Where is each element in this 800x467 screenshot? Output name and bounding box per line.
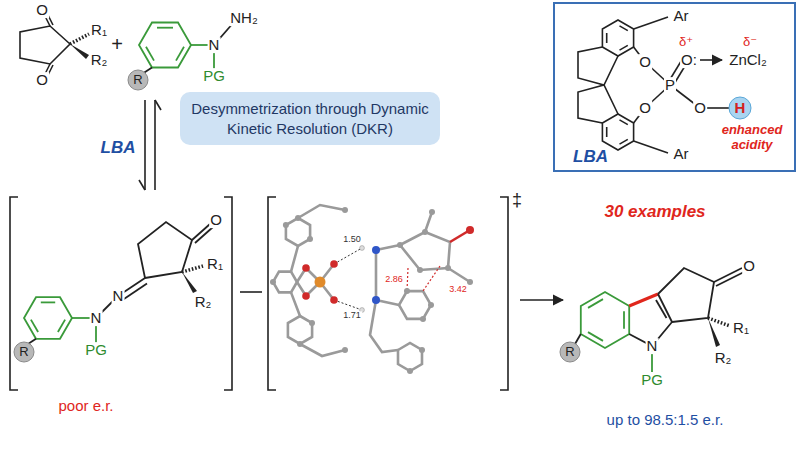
note: 30 examples (603, 203, 706, 221)
atom-label: O (35, 72, 49, 88)
atom-label: NH₂ (229, 10, 259, 26)
indole-product (560, 268, 744, 372)
protecting-group: PG (84, 342, 108, 358)
atom-label: O (693, 100, 707, 116)
protecting-group: PG (202, 68, 226, 84)
note: up to 98.5:1.5 e.r. (606, 412, 725, 428)
transition-state-model (268, 197, 508, 390)
substituent-label: Ar (673, 146, 690, 162)
distance-label: 1.50 (342, 235, 362, 244)
transition-state-mark: ‡ (511, 191, 523, 210)
connector-dash (240, 291, 262, 293)
atom-label: N (90, 310, 103, 326)
substituent-label: R₁ (206, 256, 224, 272)
substituent-label: R (564, 345, 575, 359)
protecting-group: PG (640, 372, 664, 388)
substituent-label: R (132, 73, 143, 87)
distance-label: 1.71 (342, 311, 362, 320)
process-box: Desymmetrization through Dynamic Kinetic… (180, 92, 440, 145)
substituent-label: R₂ (194, 294, 213, 310)
atom-label: O (638, 54, 652, 70)
atom-label: H (734, 100, 747, 116)
node-text: LBA (573, 147, 608, 167)
substituent-label: R₂ (90, 52, 109, 68)
aryl-hydrazine (128, 22, 234, 90)
atom-label: O (209, 212, 223, 228)
atom-label: P (664, 77, 676, 93)
substituent-label: R (18, 345, 29, 359)
node-text: Desymmetrization through Dynamic Kinetic… (188, 99, 432, 138)
distance-label: 3.42 (448, 285, 468, 294)
lewis-acid: ZnCl₂ (728, 52, 768, 68)
plus-sign: + (110, 34, 124, 55)
substituent-label: R₁ (732, 320, 750, 336)
charge-label: δ⁻ (742, 35, 758, 49)
atom-label: N (208, 37, 221, 53)
distance-label: 2.86 (384, 275, 404, 284)
note: enhanced acidity (715, 123, 789, 153)
catalyst-label: LBA (100, 139, 137, 157)
atom-label: O (742, 258, 756, 274)
diketone (20, 13, 89, 77)
substituent-label: Ar (673, 8, 690, 24)
charge-label: δ⁺ (678, 35, 694, 49)
atom-label: O (638, 100, 652, 116)
atom-label: O: (680, 52, 698, 68)
atom-label: N (112, 288, 125, 304)
reaction-arrow (520, 299, 563, 301)
substituent-label: R₁ (90, 22, 108, 38)
hydrazone (10, 197, 232, 390)
atom-label: N (646, 338, 659, 354)
atom-label: O (35, 2, 49, 18)
note: poor e.r. (57, 398, 114, 414)
equilibrium-arrows (139, 100, 161, 190)
substituent-label: R₂ (714, 350, 733, 366)
